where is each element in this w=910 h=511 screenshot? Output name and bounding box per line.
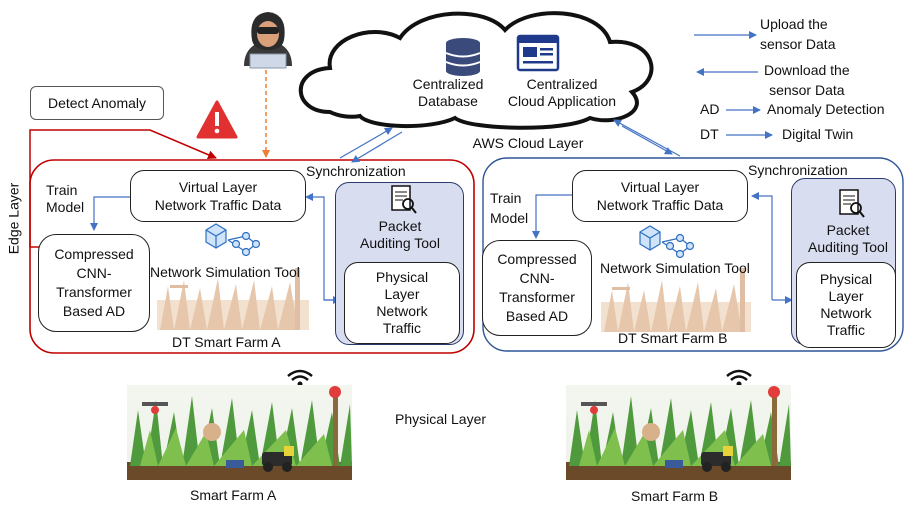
network-simulation-icon-b <box>639 225 695 259</box>
smart-farm-image-a <box>127 385 352 480</box>
physical-layer-box-b: Physical Layer Network Traffic <box>796 262 896 348</box>
network-simulation-label-b: Network Simulation Tool <box>600 260 750 276</box>
audit-document-icon-a <box>390 184 417 214</box>
centralized-database-label: Centralized Database <box>412 76 484 109</box>
virtual-layer-box-a: Virtual Layer Network Traffic Data <box>130 170 306 222</box>
physical-layer-box-a: Physical Layer Network Traffic <box>344 262 460 344</box>
smart-farm-image-b <box>566 385 791 480</box>
train-arrow-b <box>532 194 572 239</box>
train-model-label-b: Train Model <box>490 190 529 226</box>
legend-dt-label: Digital Twin <box>782 126 854 142</box>
sync-arrow-b <box>751 192 773 300</box>
train-model-label-a: Train Model <box>46 182 85 215</box>
cnn-transformer-box-a: Compressed CNN- Transformer Based AD <box>38 234 150 332</box>
centralized-cloud-application-label: Centralized Cloud Application <box>507 76 617 109</box>
virtual-layer-box-b: Virtual Layer Network Traffic Data <box>572 170 748 222</box>
network-simulation-label-a: Network Simulation Tool <box>150 264 300 280</box>
warning-icon <box>196 100 238 139</box>
smart-farm-b-label: Smart Farm B <box>631 488 719 504</box>
legend-dt-abbr: DT <box>700 126 719 142</box>
network-simulation-icon-a <box>205 223 261 257</box>
edge-layer-label: Edge Layer <box>5 182 22 255</box>
sync-up-arrow-a <box>339 127 393 159</box>
sync-arrow-a <box>305 193 335 301</box>
anomaly-path-arrow <box>29 129 217 248</box>
dt-farm-title-b: DT Smart Farm B <box>618 330 728 346</box>
smart-farm-a-label: Smart Farm A <box>190 487 277 503</box>
train-arrow-a <box>90 196 130 231</box>
sync-down-arrow-b <box>621 125 673 155</box>
detect-anomaly-label: Detect Anomaly <box>47 95 147 111</box>
detect-anomaly-box: Detect Anomaly <box>30 86 164 120</box>
cnn-transformer-box-b: Compressed CNN- Transformer Based AD <box>482 240 592 336</box>
edge-container-a <box>29 159 475 354</box>
database-icon <box>445 38 481 76</box>
legend-ad-label: Anomaly Detection <box>767 101 885 117</box>
hacker-icon <box>244 12 292 69</box>
legend-upload-label: Upload the sensor Data <box>760 16 836 52</box>
dt-farm-title-a: DT Smart Farm A <box>172 334 281 350</box>
audit-document-icon-b <box>838 188 865 218</box>
sync-down-arrow-a <box>351 131 403 163</box>
physical-layer-label: Physical Layer <box>395 411 487 427</box>
dt-farm-image-a <box>157 268 309 330</box>
synchronization-label-a: Synchronization <box>306 163 406 179</box>
synchronization-label-b: Synchronization <box>748 162 848 178</box>
packet-auditing-label-a: Packet Auditing Tool <box>360 218 440 251</box>
aws-cloud-layer-label: AWS Cloud Layer <box>472 135 584 151</box>
sync-up-arrow-b <box>613 119 681 157</box>
cloud-application-icon <box>516 34 560 72</box>
dt-farm-image-b <box>601 268 751 332</box>
legend-ad-abbr: AD <box>700 101 720 117</box>
legend-download-label: Download the sensor Data <box>764 62 850 98</box>
packet-auditing-label-b: Packet Auditing Tool <box>808 222 888 255</box>
